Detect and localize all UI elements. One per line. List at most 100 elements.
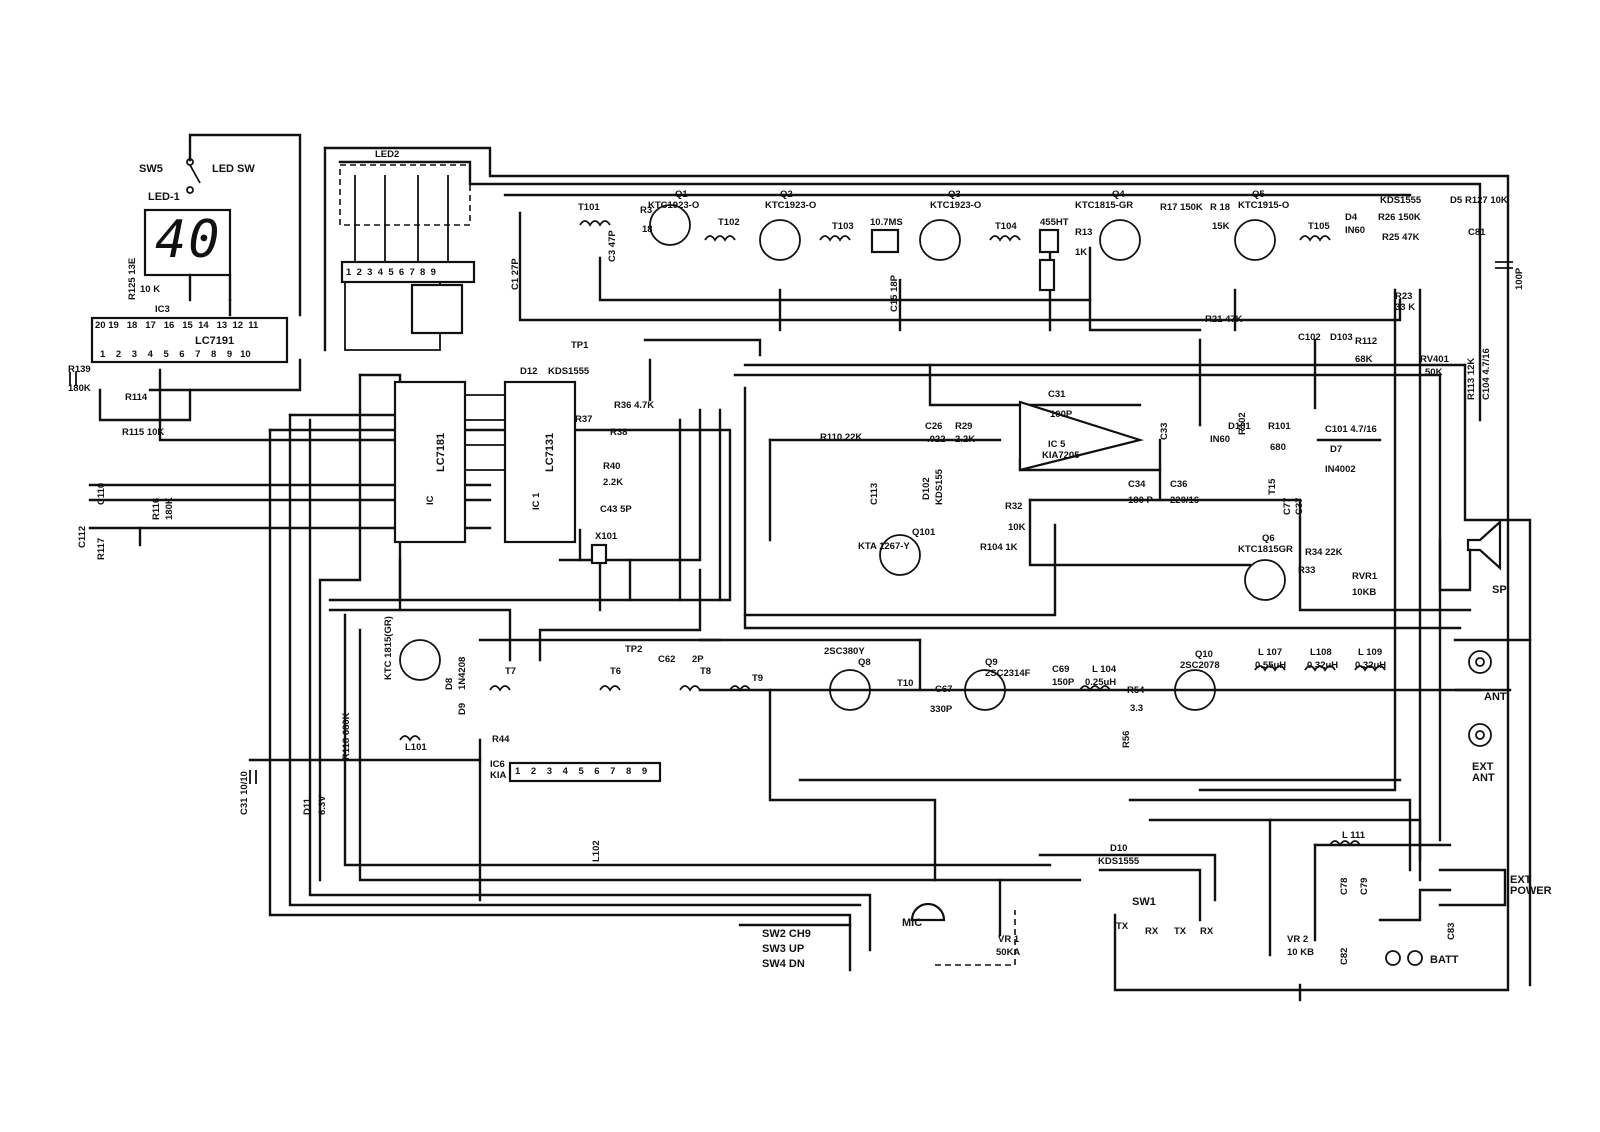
- q1-part: KTC1923-O: [648, 200, 700, 211]
- d103-label: D103: [1330, 332, 1353, 343]
- c36-label: C36: [1170, 479, 1188, 490]
- tp2-label: TP2: [625, 644, 643, 655]
- led-sw-label: LED SW: [212, 163, 255, 175]
- c67-value: 330P: [930, 704, 953, 715]
- c81-label: C81: [1468, 227, 1486, 238]
- vr2-value: 10 KB: [1287, 947, 1314, 958]
- r114-label: R114: [125, 392, 148, 403]
- c43-label: C43 5P: [600, 504, 632, 515]
- rvr1-value: 10KB: [1352, 587, 1377, 598]
- r40-value: 2.2K: [603, 477, 624, 488]
- q6-label: Q6: [1262, 533, 1275, 544]
- c69-label: C69: [1052, 664, 1070, 675]
- q3-label: Q3: [948, 189, 961, 200]
- c31-label: C31: [1048, 389, 1066, 400]
- r116-label: R116: [151, 497, 162, 520]
- d12-label: D12: [520, 366, 538, 377]
- r37-label: R37: [575, 414, 593, 425]
- t15-label: T15: [1267, 478, 1278, 495]
- c101-label: C101 4.7/16: [1325, 424, 1377, 435]
- c83-label: C83: [1446, 922, 1457, 940]
- l111-label: L 111: [1342, 830, 1366, 841]
- q4-part: KTC1815-GR: [1075, 200, 1134, 211]
- ic6-part: KIA: [490, 770, 507, 781]
- sp-label: SP: [1492, 584, 1507, 596]
- vr1-value: 50KA: [996, 947, 1021, 958]
- q3-part: KTC1923-O: [930, 200, 982, 211]
- seven-segment-display: [143, 208, 232, 277]
- sw5-label: SW5: [139, 163, 163, 175]
- q7-part: KTC 1815(GR): [383, 616, 394, 680]
- l109-value: 0.32uH: [1355, 660, 1387, 671]
- r125-value: 10 K: [140, 284, 161, 295]
- r101-label: R101: [1268, 421, 1291, 432]
- l104-label: L 104: [1092, 664, 1117, 675]
- r139-label: R139: [68, 364, 91, 375]
- r3-value: 18: [642, 224, 653, 235]
- ic5-amplifier: [1018, 400, 1145, 472]
- c100p-label: 100P: [1514, 267, 1525, 290]
- ic5-name: IC 5: [1048, 439, 1066, 450]
- d7-value: IN4002: [1325, 464, 1356, 475]
- r40-label: R40: [603, 461, 621, 472]
- t105-label: T105: [1308, 221, 1330, 232]
- filter-10-7ms: 10.7MS: [870, 217, 903, 228]
- kds-top-label: KDS1555: [1380, 195, 1422, 206]
- c62-value: 2P: [692, 654, 704, 665]
- l108-label: L108: [1310, 647, 1332, 658]
- r117-label: R117: [96, 537, 107, 560]
- q101-part: KTA 1267-Y: [858, 541, 910, 552]
- mic-icon: [910, 902, 946, 922]
- r25-label: R25 47K: [1382, 232, 1420, 243]
- l107-label: L 107: [1258, 647, 1283, 658]
- d10-label: D10: [1110, 843, 1128, 854]
- r18-label: R 18: [1210, 202, 1231, 213]
- c31-value: 100P: [1050, 409, 1073, 420]
- ic5-part: KIA7205: [1042, 450, 1080, 461]
- ext-ant-label: EXT ANT: [1472, 761, 1495, 784]
- d102-value: KDS155: [934, 469, 945, 505]
- c78-label: C78: [1339, 877, 1350, 895]
- d4-value: IN60: [1345, 225, 1366, 236]
- led1-label: LED-1: [148, 191, 180, 203]
- speaker-icon: [1466, 519, 1502, 571]
- c77-label: C77: [1282, 497, 1293, 515]
- ic1-chip-b: [503, 380, 577, 544]
- d8-label: D8: [444, 677, 455, 690]
- r32-label: R32: [1005, 501, 1023, 512]
- t8-label: T8: [700, 666, 712, 677]
- batt-label: BATT: [1430, 954, 1459, 966]
- led2-name: LED2: [375, 149, 400, 160]
- d11-value: 6.3V: [317, 795, 328, 815]
- rx-left-label: RX: [1145, 926, 1159, 937]
- tx-left-label: TX: [1116, 921, 1129, 932]
- c82-label: C82: [1339, 947, 1350, 965]
- q10-label: Q10: [1195, 649, 1213, 660]
- rv401-value: 50K: [1425, 367, 1443, 378]
- l104-value: 0.25uH: [1085, 677, 1117, 688]
- t102-label: T102: [718, 217, 740, 228]
- l101-label: L101: [405, 742, 427, 753]
- ic3-name: IC3: [155, 304, 170, 315]
- led2-connector: [340, 260, 476, 284]
- vr1-label: VR 1: [998, 934, 1020, 945]
- q1-label: Q1: [675, 189, 688, 200]
- c1-label: C1 27P: [510, 258, 521, 290]
- c104-label: C104 4.7/16: [1481, 348, 1492, 400]
- ic3-bottom-pins: 1 2 3 4 5 6 7 8 9 10: [100, 349, 251, 360]
- q5-part: KTC1915-O: [1238, 200, 1290, 211]
- c3-label: C3 47P: [607, 230, 618, 262]
- sw4-label: SW4 DN: [762, 958, 805, 970]
- r13-value: 1K: [1075, 247, 1088, 258]
- r18-value: 15K: [1212, 221, 1230, 232]
- led2-resistor-pack: [410, 283, 464, 335]
- q10-part: 2SC2078: [1180, 660, 1220, 671]
- d12-value: KDS1555: [548, 366, 590, 377]
- d7-label: D7: [1330, 444, 1343, 455]
- q8-label: Q8: [858, 657, 871, 668]
- r29-value: 2.2K: [955, 434, 976, 445]
- r116-value: 180K: [164, 497, 175, 520]
- d101-value: IN60: [1210, 434, 1231, 445]
